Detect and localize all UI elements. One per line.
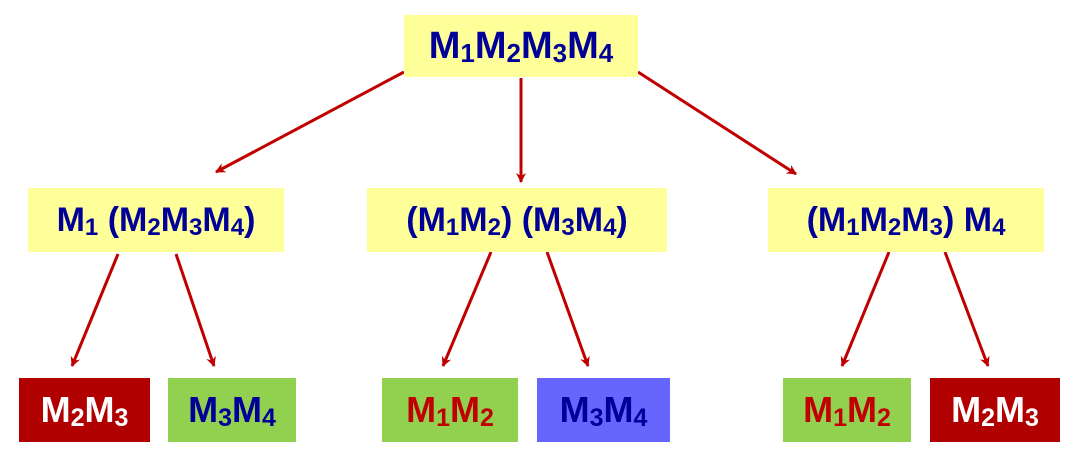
arrows-group: [70, 70, 990, 367]
leaf-node-6: M2M3: [930, 378, 1060, 442]
arrow-split-3-to-leaf-5: [840, 251, 891, 367]
leaf-node-3-label: M1M2: [406, 389, 494, 432]
arrow-split-2-to-leaf-3: [441, 251, 493, 367]
leaf-node-1-label: M2M3: [40, 389, 129, 432]
arrow-split-1-to-leaf-2: [174, 253, 216, 367]
leaf-node-6-label: M2M3: [951, 389, 1039, 432]
split-node-1-label: M1 (M2M3M4): [56, 200, 256, 241]
split-node-3-label: (M1M2M3) M4: [806, 200, 1006, 241]
root-node-label: M1M2M3M4: [428, 24, 614, 68]
split-node-2: (M1M2) (M3M4): [367, 188, 667, 252]
arrow-root-to-split-1: [215, 70, 405, 174]
leaf-node-4-label: M3M4: [559, 389, 648, 432]
split-node-3: (M1M2M3) M4: [768, 188, 1044, 252]
split-node-2-label: (M1M2) (M3M4): [406, 200, 628, 241]
leaf-node-1: M2M3: [19, 378, 150, 442]
arrow-split-3-to-leaf-6: [943, 251, 990, 367]
leaf-node-3: M1M2: [382, 378, 518, 442]
split-node-1: M1 (M2M3M4): [28, 188, 284, 252]
leaf-node-2: M3M4: [168, 378, 296, 442]
leaf-node-5: M1M2: [783, 378, 911, 442]
root-node: M1M2M3M4: [404, 15, 638, 77]
arrow-split-1-to-leaf-1: [70, 253, 120, 367]
leaf-node-4: M3M4: [537, 378, 670, 442]
arrow-split-2-to-leaf-4: [545, 251, 590, 367]
arrow-root-to-split-3: [637, 70, 797, 176]
leaf-node-5-label: M1M2: [803, 389, 891, 432]
leaf-node-2-label: M3M4: [188, 389, 276, 432]
